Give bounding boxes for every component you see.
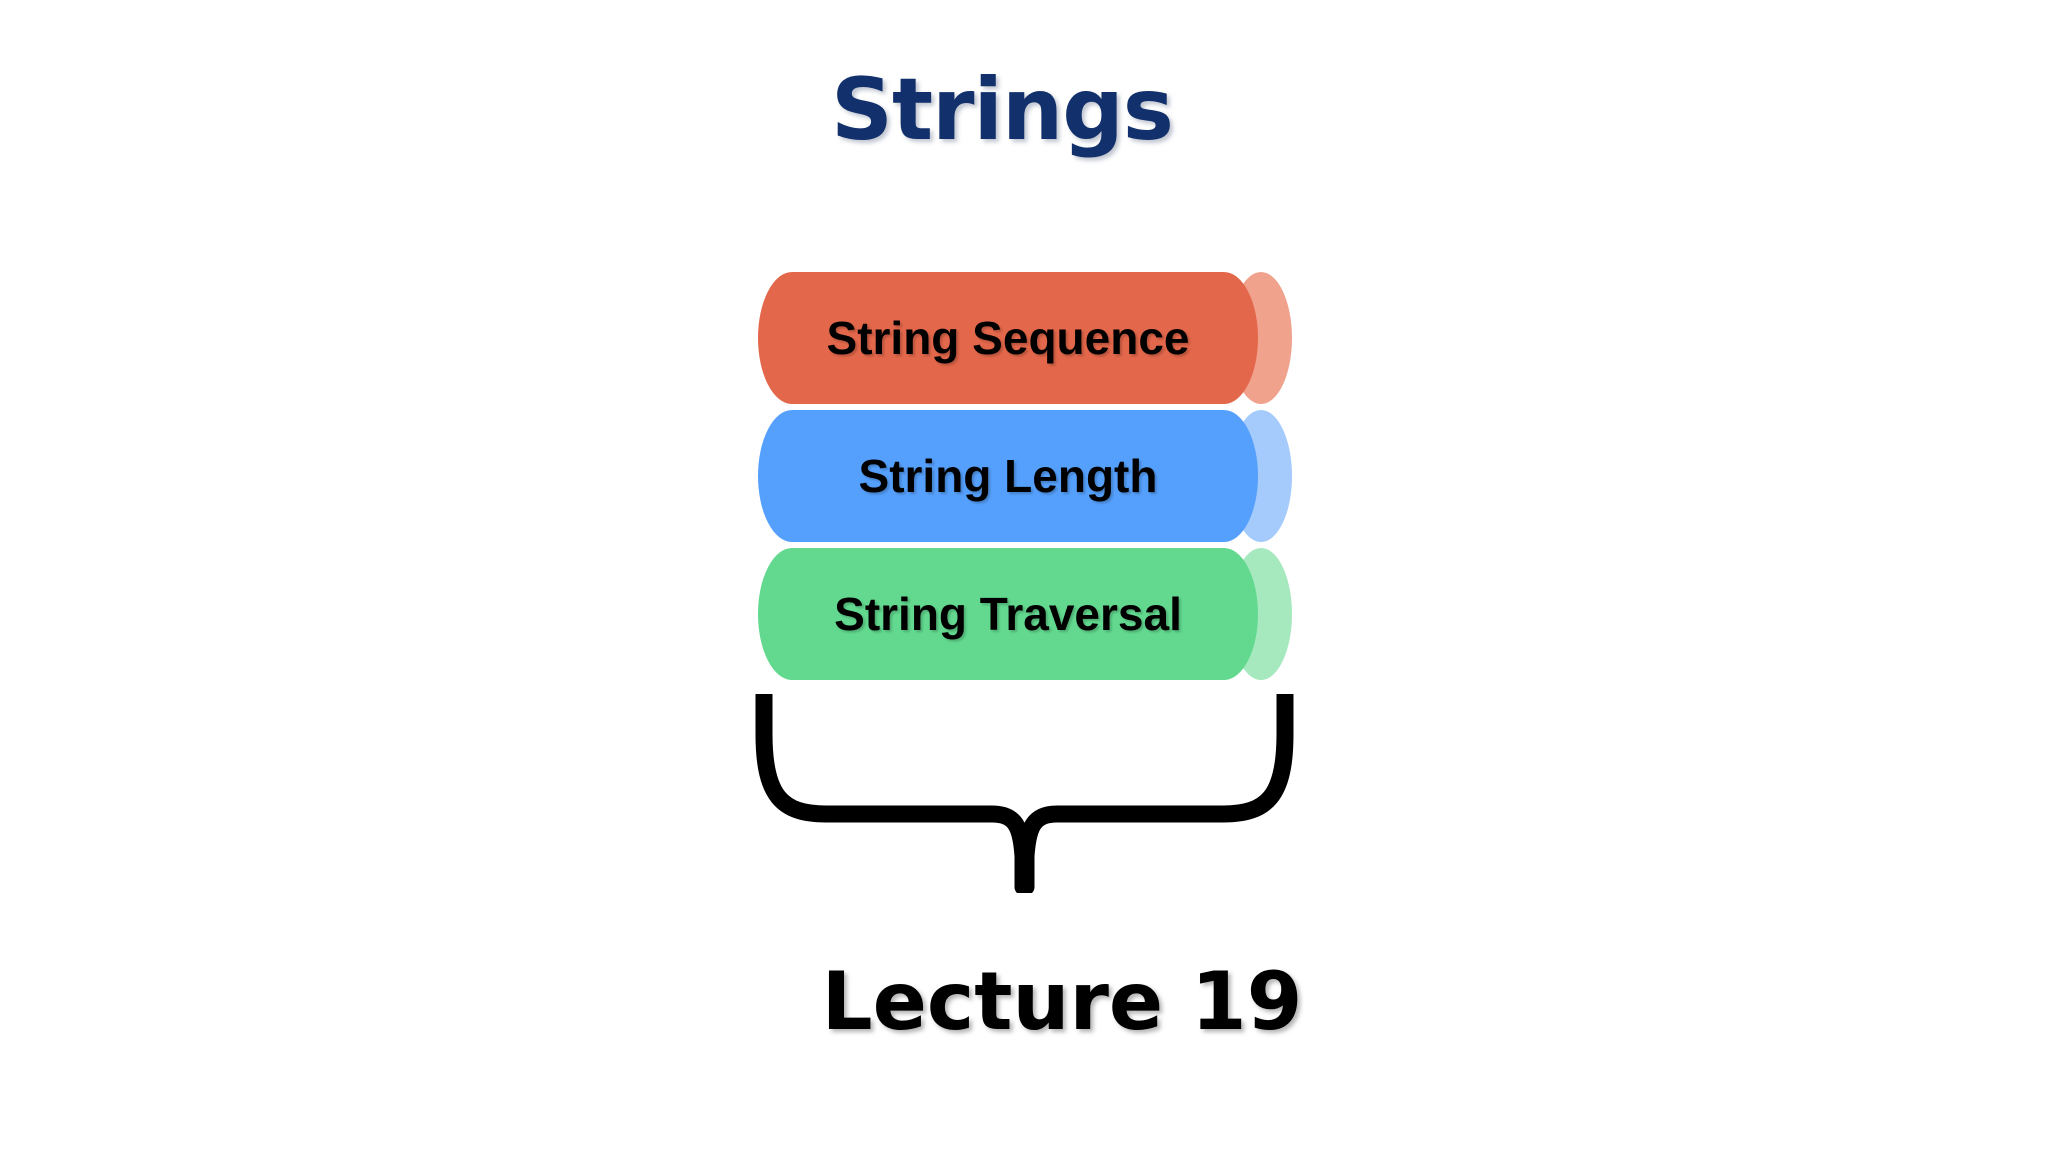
cylinder-body (758, 548, 1258, 680)
page-title: Strings (831, 60, 1174, 160)
cylinder-item-string-sequence[interactable]: String Sequence (758, 272, 1292, 404)
lecture-label: Lecture 19 (821, 955, 1303, 1048)
cylinder-body (758, 272, 1258, 404)
cylinder-label: String Length (858, 450, 1158, 502)
cylinder-item-string-traversal[interactable]: String Traversal (758, 548, 1292, 680)
cylinder-item-string-length[interactable]: String Length (758, 410, 1292, 542)
cylinder-label: String Traversal (834, 588, 1182, 640)
cylinder-body (758, 410, 1258, 542)
curly-brace-icon (755, 694, 1294, 893)
cylinder-stack: String Sequence String Length String Tra… (758, 272, 1303, 684)
cylinder-label: String Sequence (826, 312, 1190, 364)
